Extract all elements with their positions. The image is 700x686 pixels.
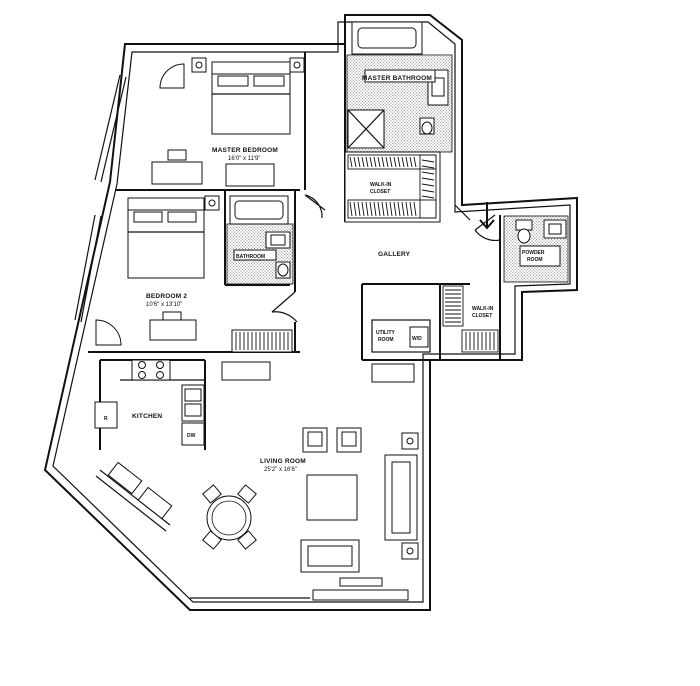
desk-icon xyxy=(151,161,203,185)
master-bedroom-label: MASTER BEDROOM xyxy=(212,147,278,154)
bathroom: BATHROOM xyxy=(226,195,294,285)
master-bedroom: MASTER BEDROOM 16'0" x 11'9" xyxy=(151,57,305,187)
doors xyxy=(271,194,501,323)
utility-room-label-line2: ROOM xyxy=(378,337,394,343)
living-room: LIVING ROOM 25'2" x 16'6" xyxy=(202,361,419,573)
powder-room-label-line1: POWDER xyxy=(522,250,545,256)
bedroom-2-closet xyxy=(231,329,293,353)
powder-room: POWDER ROOM xyxy=(503,215,569,283)
kitchen-label: KITCHEN xyxy=(132,413,162,420)
chair-icon xyxy=(159,63,185,89)
washer-dryer-icon xyxy=(409,326,429,348)
living-room-label: LIVING ROOM xyxy=(260,458,306,465)
powder-room-label-line2: ROOM xyxy=(527,257,543,263)
dishwasher-icon xyxy=(181,422,205,446)
bathroom-label: BATHROOM xyxy=(236,254,265,260)
dishwasher-label: DW xyxy=(187,433,196,439)
closet-2-label-line2: CLOSET xyxy=(472,313,492,319)
gallery-label: GALLERY xyxy=(378,251,411,258)
master-bedroom-dims: 16'0" x 11'9" xyxy=(228,156,260,162)
coffee-table-icon xyxy=(306,474,358,521)
exterior-walls xyxy=(43,14,578,611)
bedroom-2-label: BEDROOM 2 xyxy=(146,293,187,300)
master-closet-label-line2: CLOSET xyxy=(370,189,390,195)
refrigerator-icon xyxy=(94,401,118,429)
living-room-dims: 25'2" x 16'6" xyxy=(264,467,297,473)
bedroom-2-dims: 10'6" x 13'10" xyxy=(146,302,182,308)
bedroom-2: BEDROOM 2 10'6" x 13'10" xyxy=(95,195,220,346)
walkin-closet-2: WALK-IN CLOSET xyxy=(442,285,499,353)
closet-2-label-line1: WALK-IN xyxy=(472,306,494,312)
svg-text:R: R xyxy=(104,416,108,422)
wd-label: W/D xyxy=(412,336,422,342)
kitchen: DW R KITCHEN xyxy=(94,359,205,520)
master-bathroom: MASTER BATHROOM xyxy=(346,21,453,153)
entry-arrow-icon xyxy=(479,202,495,230)
chair-icon xyxy=(95,319,122,346)
master-bathroom-label: MASTER BATHROOM xyxy=(362,75,432,82)
master-closet-label-line1: WALK-IN xyxy=(370,182,392,188)
cooktop-icon xyxy=(131,359,171,381)
desk-icon xyxy=(149,319,197,341)
dresser-icon xyxy=(225,163,275,187)
dining-table-icon xyxy=(206,495,252,541)
utility-room-label-line1: UTILITY xyxy=(376,330,396,336)
master-walkin-closet: WALK-IN CLOSET xyxy=(344,151,441,223)
windows xyxy=(74,74,409,601)
utility-room: W/D UTILITY ROOM xyxy=(376,326,429,348)
